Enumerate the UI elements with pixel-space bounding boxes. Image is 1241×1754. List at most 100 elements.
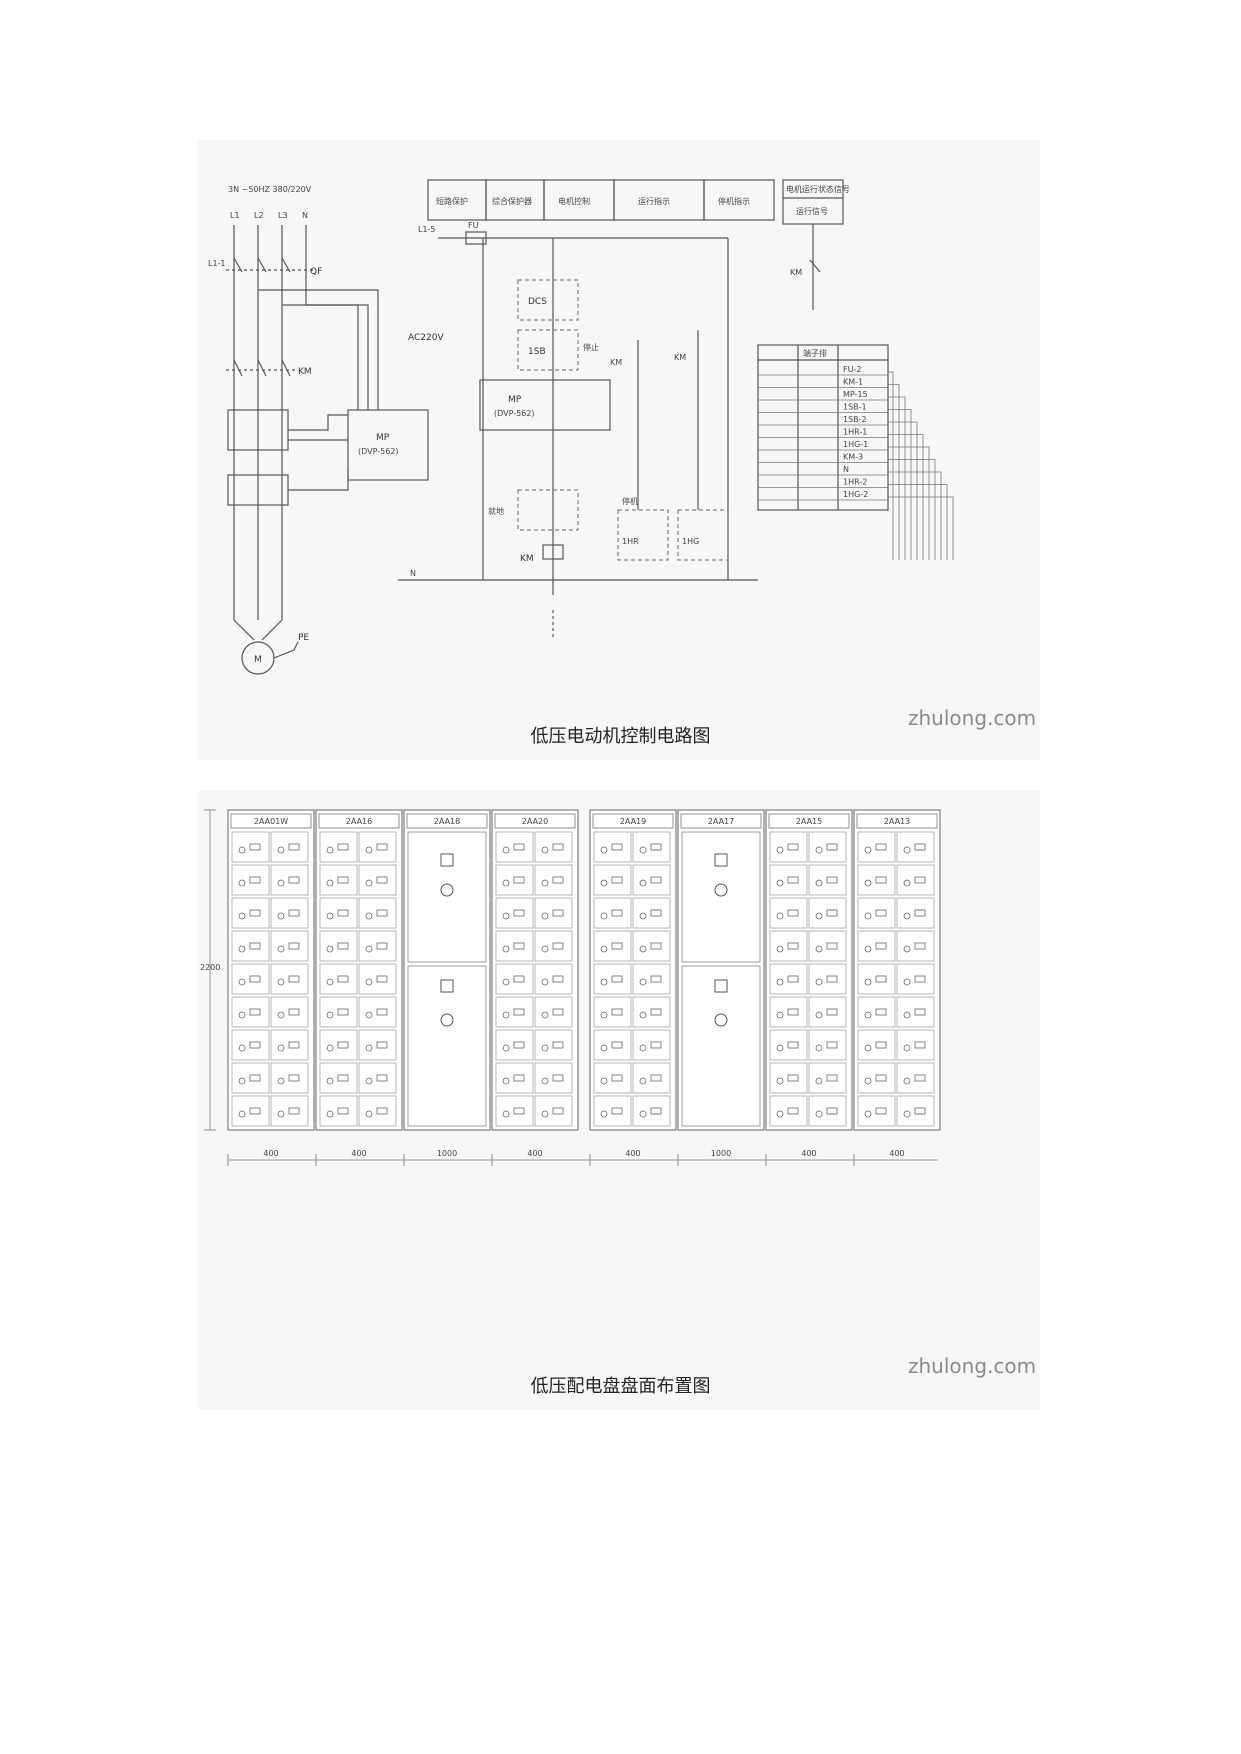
drawer-unit [769, 831, 808, 863]
panel-name: 2AA16 [346, 817, 372, 826]
supply-label: 3N ~50HZ 380/220V [228, 185, 312, 194]
drawer-unit [632, 897, 671, 929]
drawer-unit [896, 963, 935, 995]
control-circuit [398, 231, 758, 640]
header-cell-3: 电机控制 [558, 196, 590, 206]
drawer-unit [534, 930, 573, 962]
control-header [427, 179, 775, 221]
terminal-row-label: FU-2 [843, 365, 861, 374]
figure1-watermark: zhulong.com [908, 706, 1037, 730]
drawer-unit [495, 963, 534, 995]
panel-name: 2AA19 [620, 817, 646, 826]
drawer-unit [358, 864, 397, 896]
drawer-unit [769, 864, 808, 896]
l1-5-label: L1-5 [418, 225, 436, 234]
drawer-unit [495, 1062, 534, 1094]
drawer-unit [769, 996, 808, 1028]
right-header-1: 电机运行状态信号 [786, 184, 850, 194]
panel-width-label: 400 [263, 1149, 278, 1158]
meter-icon [714, 979, 728, 993]
header-cell-4: 运行指示 [638, 196, 670, 206]
panel-width-label: 1000 [711, 1149, 731, 1158]
drawer-unit [270, 831, 309, 863]
terminal-row-label: 1HG-2 [843, 490, 868, 499]
drawer-unit [896, 1029, 935, 1061]
stop-label: 停止 [583, 342, 599, 352]
drawer-unit [495, 1095, 534, 1127]
panel-width-label: 400 [889, 1149, 904, 1158]
panel-name: 2AA17 [708, 817, 734, 826]
drawer-unit [632, 1062, 671, 1094]
terminal-row-label: 1HR-1 [843, 428, 867, 437]
drawer-unit [358, 930, 397, 962]
drawer-unit [534, 1029, 573, 1061]
drawer-unit [495, 1029, 534, 1061]
drawer-unit [808, 831, 847, 863]
run-label: 停机 [622, 496, 638, 506]
drawer-unit [358, 1029, 397, 1061]
panel-width-label: 400 [625, 1149, 640, 1158]
drawer-unit [231, 930, 270, 962]
switchboard-panel: 2AA20 [491, 809, 579, 1131]
drawer-unit [270, 930, 309, 962]
phase-n-label: N [302, 211, 308, 220]
drawer-unit [534, 831, 573, 863]
drawer-unit [593, 1029, 632, 1061]
drawer-unit [632, 930, 671, 962]
fu-label: FU [468, 221, 479, 230]
drawer-unit [769, 897, 808, 929]
terminal-row-label: KM-1 [843, 378, 863, 387]
terminal-row-label: KM-3 [843, 453, 863, 462]
drawer-unit [534, 996, 573, 1028]
drawer-unit [593, 831, 632, 863]
drawer-unit [632, 864, 671, 896]
terminal-row-label: 1HG-1 [843, 440, 868, 449]
drawer-unit [231, 1095, 270, 1127]
header-cell-5: 停机指示 [718, 196, 750, 206]
panel-width-label: 400 [801, 1149, 816, 1158]
figure2-caption: 低压配电盘盘面布置图 [530, 1376, 711, 1397]
drawer-unit [769, 1095, 808, 1127]
panel-width-label: 400 [527, 1149, 542, 1158]
switchboard-panel: 2AA19 [589, 809, 677, 1131]
pe-label: PE [298, 633, 309, 643]
drawer-unit [231, 1029, 270, 1061]
km-main-label: KM [298, 367, 312, 377]
drawer-unit [857, 1095, 896, 1127]
figure2-watermark: zhulong.com [908, 1354, 1037, 1378]
drawer-unit [358, 963, 397, 995]
terminal-title: 端子排 [803, 348, 827, 358]
rotary-switch-icon [440, 883, 454, 897]
drawer-unit [534, 897, 573, 929]
drawer-unit [319, 996, 358, 1028]
drawer-unit [769, 1062, 808, 1094]
mp-control-model: (DVP-562) [494, 409, 535, 418]
drawer-unit [593, 897, 632, 929]
signal-lines [888, 371, 954, 560]
panel-name: 2AA15 [796, 817, 822, 826]
km-aux-label-2: KM [674, 353, 686, 362]
drawer-unit [319, 1095, 358, 1127]
header-cell-1: 短路保护 [436, 196, 468, 206]
drawer-unit [319, 831, 358, 863]
switchboard-panel: 2AA18 [403, 809, 491, 1131]
drawer-unit [270, 1095, 309, 1127]
drawer-unit [593, 996, 632, 1028]
drawer-unit [270, 1062, 309, 1094]
panel-name: 2AA01W [254, 817, 288, 826]
terminal-row-label: MP-15 [843, 390, 868, 399]
drawer-unit [896, 996, 935, 1028]
drawer-unit [319, 864, 358, 896]
drawer-unit [808, 1029, 847, 1061]
drawer-unit [896, 831, 935, 863]
drawer-unit [896, 897, 935, 929]
l1-1-label: L1-1 [208, 259, 226, 268]
drawer-unit [769, 963, 808, 995]
drawer-unit [358, 1062, 397, 1094]
header-cell-2: 综合保护器 [492, 196, 532, 206]
n-line-label: N [410, 569, 416, 578]
terminal-row-label: 1SB-1 [843, 403, 867, 412]
drawer-unit [270, 897, 309, 929]
drawer-unit [231, 963, 270, 995]
drawer-unit [534, 1062, 573, 1094]
